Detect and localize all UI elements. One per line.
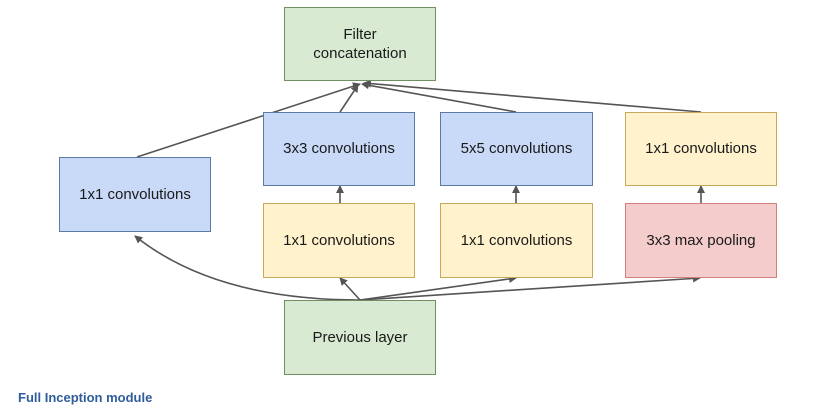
arrow-1x1-proj-to-concat [363,79,702,113]
arrow-prev-to-maxpool [359,274,701,301]
arrow-prev-to-1x1-direct [134,235,361,301]
arrow-prev-to-1x1-reduce-3x3 [339,277,361,301]
figure-caption: Full Inception module [18,390,153,405]
filter-concatenation-node: Filter concatenation [284,7,436,81]
arrow-1x1-direct-to-concat [136,82,361,158]
previous-layer-node: Previous layer [284,300,436,375]
conv5x5-node: 5x5 convolutions [440,112,593,186]
filter-concatenation-line2: concatenation [313,45,407,62]
arrow-3x3-to-concat [339,84,359,113]
arrow-5x5-to-concat [361,81,517,113]
conv1x1-pool-projection-node: 1x1 convolutions [625,112,777,186]
conv3x3-node: 3x3 convolutions [263,112,415,186]
conv1x1-reduce-3x3-node: 1x1 convolutions [263,203,415,278]
max-pooling-node: 3x3 max pooling [625,203,777,278]
conv1x1-reduce-5x5-node: 1x1 convolutions [440,203,593,278]
arrow-prev-to-1x1-reduce-5x5 [359,275,517,301]
filter-concatenation-line1: Filter [343,25,377,43]
conv1x1-direct-node: 1x1 convolutions [59,157,211,232]
